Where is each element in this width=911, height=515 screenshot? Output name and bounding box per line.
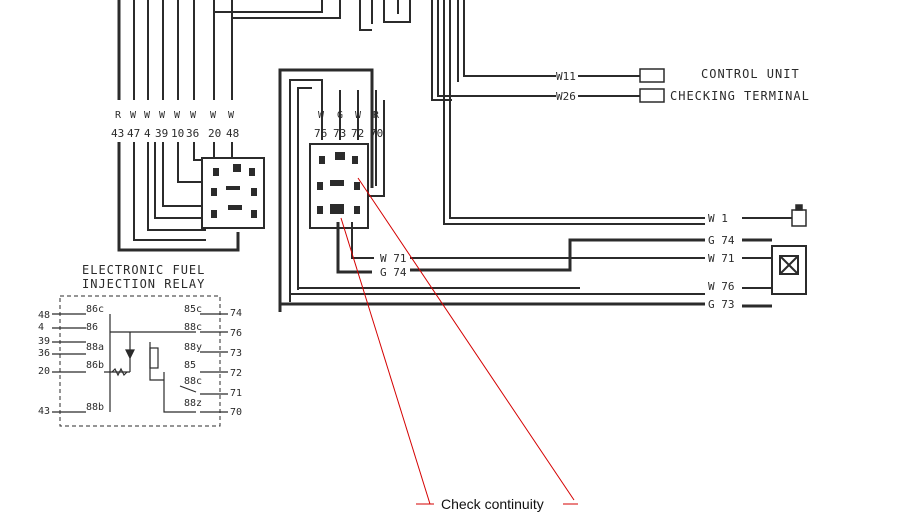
relay-left-pin-5: 43 [38,406,50,417]
center-pin-2: 72 [351,127,364,140]
left-color-1: W [130,110,137,121]
relay-inner-left-1: 86 [86,322,98,333]
left-pin-5: 36 [186,127,199,140]
left-pin-4: 10 [171,127,184,140]
wire-tag-g73-right: G 73 [708,298,735,311]
relay-left-pin-0: 48 [38,310,50,321]
check-continuity-label: Check continuity [441,496,544,512]
center-color-1: G [337,110,343,121]
relay-right-pin-2: 73 [230,348,242,359]
center-pin-1: 73 [333,127,346,140]
center-pin-3: 70 [370,127,383,140]
left-connector-pin-numbers: 43 47 4 39 10 36 20 48 [111,127,239,140]
left-pin-3: 39 [155,127,168,140]
sensor-connector-icon [791,204,807,227]
relay-inner-right-0: 85c [184,304,202,315]
relay-inner-left-2: 88a [86,342,104,353]
wire-tag-w1: W 1 [708,212,728,225]
relay-internal-wiring [52,313,228,413]
relay-inner-left-3: 86b [86,360,104,371]
control-unit-wires [366,0,705,225]
relay-inner-right-3: 85 [184,360,196,371]
relay-inner-right-2: 88y [184,342,202,353]
wire-tag-w71-right: W 71 [708,252,735,265]
center-output-wires [280,222,705,306]
center-pin-0: 76 [314,127,327,140]
left-connector [201,157,265,229]
relay-right-pin-0: 74 [230,308,242,319]
callout-lines [340,177,578,505]
left-pin-1: 47 [127,127,140,140]
relay-left-pin-4: 20 [38,366,50,377]
relay-inner-right-1: 88c [184,322,202,333]
relay-left-pin-2: 39 [38,336,50,347]
wire-tag-g74-mid: G 74 [380,266,407,279]
wire-tag-w26: W26 [556,90,576,103]
left-color-7: W [228,110,235,121]
terminal-plugs [639,68,665,103]
relay-inner-left-0: 86c [86,304,104,315]
right-wire-stubs [742,217,792,308]
left-connector-color-codes: R W W W W W W W [115,110,235,121]
relay-title-line1: ELECTRONIC FUEL [82,263,205,277]
left-color-3: W [159,110,166,121]
relay-inner-right-5: 88z [184,398,202,409]
left-harness-wires [117,0,233,100]
left-connector-wires [117,142,240,252]
wire-tag-g74-right: G 74 [708,234,735,247]
relay-plug-icon [771,245,807,295]
left-color-5: W [190,110,197,121]
relay-right-pin-3: 72 [230,368,242,379]
top-horizontal-wires [214,0,411,31]
relay-right-pin-1: 76 [230,328,242,339]
left-color-6: W [210,110,217,121]
left-pin-7: 48 [226,127,239,140]
left-pin-6: 20 [208,127,221,140]
relay-right-pin-4: 71 [230,388,242,399]
center-color-3: R [373,110,380,121]
relay-title-line2: INJECTION RELAY [82,277,205,291]
left-color-0: R [115,110,122,121]
center-connector-color-codes: W G W R [318,110,380,121]
relay-inner-left-4: 88b [86,402,104,413]
left-pin-0: 43 [111,127,124,140]
relay-box: 48 4 39 36 20 43 74 76 73 72 71 70 86c 8… [38,295,242,427]
control-unit-label: CONTROL UNIT [701,67,800,81]
left-pin-2: 4 [144,127,151,140]
wire-tag-w76-right: W 76 [708,280,735,293]
relay-inner-right-4: 88c [184,376,202,387]
center-color-2: W [355,110,362,121]
wire-tag-w71-mid: W 71 [380,252,407,265]
relay-left-pin-1: 4 [38,322,44,333]
center-harness [278,68,377,312]
center-connector-pin-numbers: 76 73 72 70 [314,127,383,140]
left-color-2: W [144,110,151,121]
wire-tag-w11: W11 [556,70,576,83]
relay-left-pin-3: 36 [38,348,50,359]
center-connector [309,143,369,229]
left-color-4: W [174,110,181,121]
center-color-0: W [318,110,325,121]
relay-right-pin-5: 70 [230,407,242,418]
checking-terminal-label: CHECKING TERMINAL [670,89,810,103]
